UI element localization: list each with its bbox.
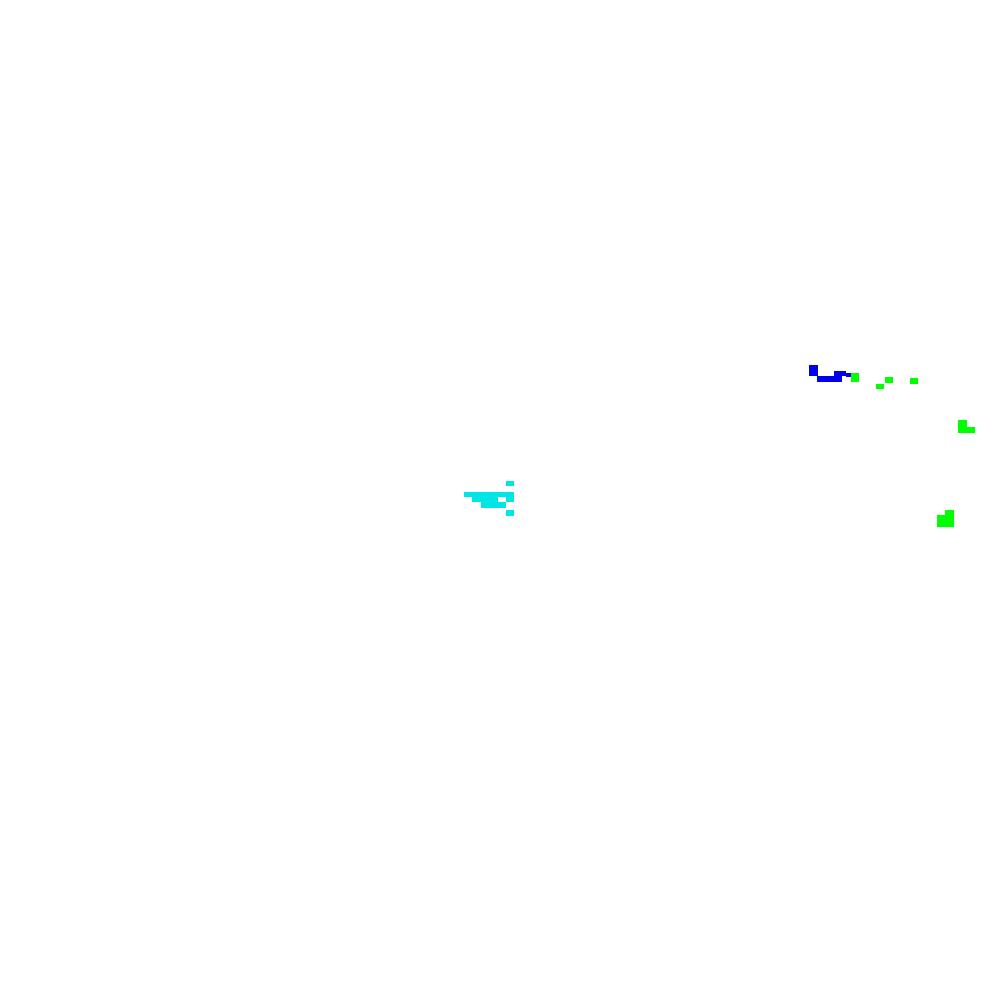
green-pixel bbox=[958, 420, 967, 433]
green-pixel bbox=[885, 377, 893, 383]
green-pixel bbox=[876, 384, 884, 389]
blue-pixel bbox=[846, 373, 851, 377]
blue-pixel bbox=[817, 376, 842, 382]
green-pixel bbox=[937, 515, 954, 527]
green-cluster bbox=[851, 373, 975, 527]
cyan-pixel bbox=[506, 481, 514, 486]
cyan-pixel bbox=[506, 510, 514, 516]
blue-cluster bbox=[809, 365, 851, 382]
green-pixel bbox=[910, 378, 918, 384]
green-pixel bbox=[966, 427, 975, 433]
blue-pixel bbox=[834, 371, 846, 376]
green-pixel bbox=[851, 373, 859, 382]
cyan-pixel bbox=[464, 492, 514, 497]
cyan-pixel bbox=[506, 497, 514, 502]
blue-pixel bbox=[809, 365, 818, 376]
cyan-cluster bbox=[464, 481, 514, 516]
cyan-pixel bbox=[481, 502, 506, 508]
green-pixel bbox=[945, 510, 954, 516]
cyan-pixel bbox=[472, 497, 498, 502]
